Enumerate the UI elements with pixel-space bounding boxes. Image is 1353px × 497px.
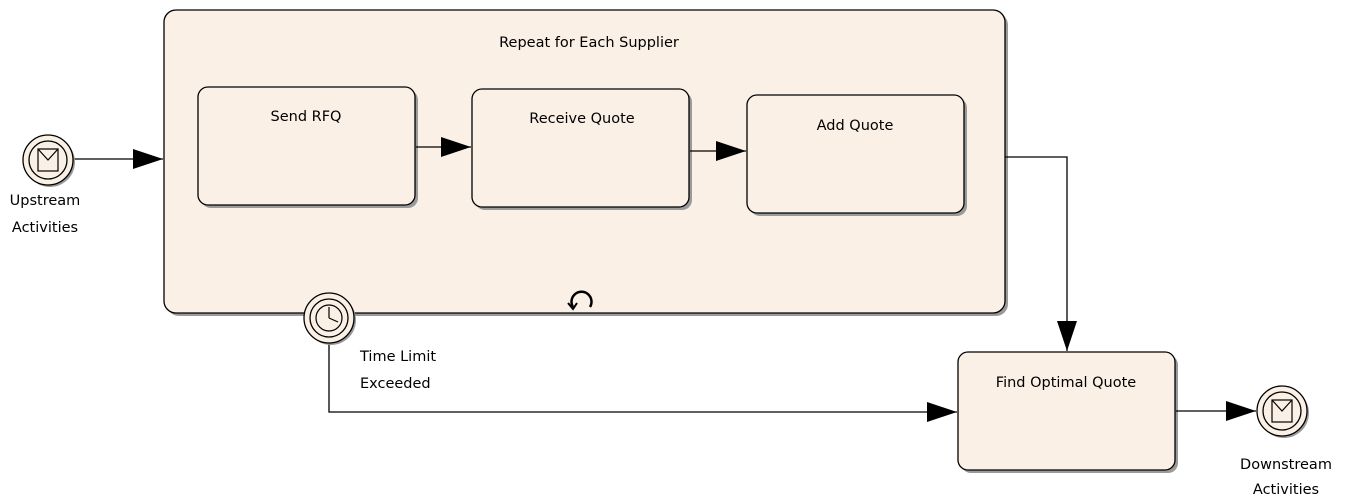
clock-icon bbox=[315, 304, 343, 332]
task-label: Receive Quote bbox=[529, 111, 635, 127]
start-event-label-line2: Activities bbox=[12, 220, 78, 236]
end-event-downstream[interactable]: Downstream Activities bbox=[1240, 385, 1332, 497]
task-add-quote[interactable]: Add Quote bbox=[746, 94, 967, 216]
task-label: Find Optimal Quote bbox=[996, 375, 1136, 391]
task-box bbox=[197, 86, 416, 206]
task-send-rfq[interactable]: Send RFQ bbox=[197, 86, 418, 208]
flow-timer-to-find[interactable] bbox=[328, 344, 957, 422]
start-event-label-line1: Upstream bbox=[10, 193, 81, 209]
timer-event-label-line1: Time Limit bbox=[359, 349, 436, 365]
end-event-label-line1: Downstream bbox=[1240, 457, 1332, 473]
subprocess-title: Repeat for Each Supplier bbox=[499, 35, 679, 51]
task-receive-quote[interactable]: Receive Quote bbox=[471, 88, 692, 210]
flow-subprocess-to-find[interactable] bbox=[1005, 156, 1077, 351]
task-label: Add Quote bbox=[817, 118, 894, 134]
timer-boundary-event[interactable]: Time Limit Exceeded bbox=[303, 292, 436, 392]
envelope-icon bbox=[37, 148, 59, 172]
task-box bbox=[957, 351, 1176, 471]
task-find-optimal-quote[interactable]: Find Optimal Quote bbox=[957, 351, 1178, 473]
timer-event-label-line2: Exceeded bbox=[360, 376, 431, 392]
start-event-upstream[interactable]: Upstream Activities bbox=[10, 134, 81, 236]
task-label: Send RFQ bbox=[271, 109, 342, 125]
envelope-icon bbox=[1271, 399, 1293, 423]
end-event-label-line2: Activities bbox=[1253, 482, 1319, 497]
task-box bbox=[471, 88, 690, 208]
task-box bbox=[746, 94, 965, 214]
loop-icon bbox=[567, 290, 593, 311]
